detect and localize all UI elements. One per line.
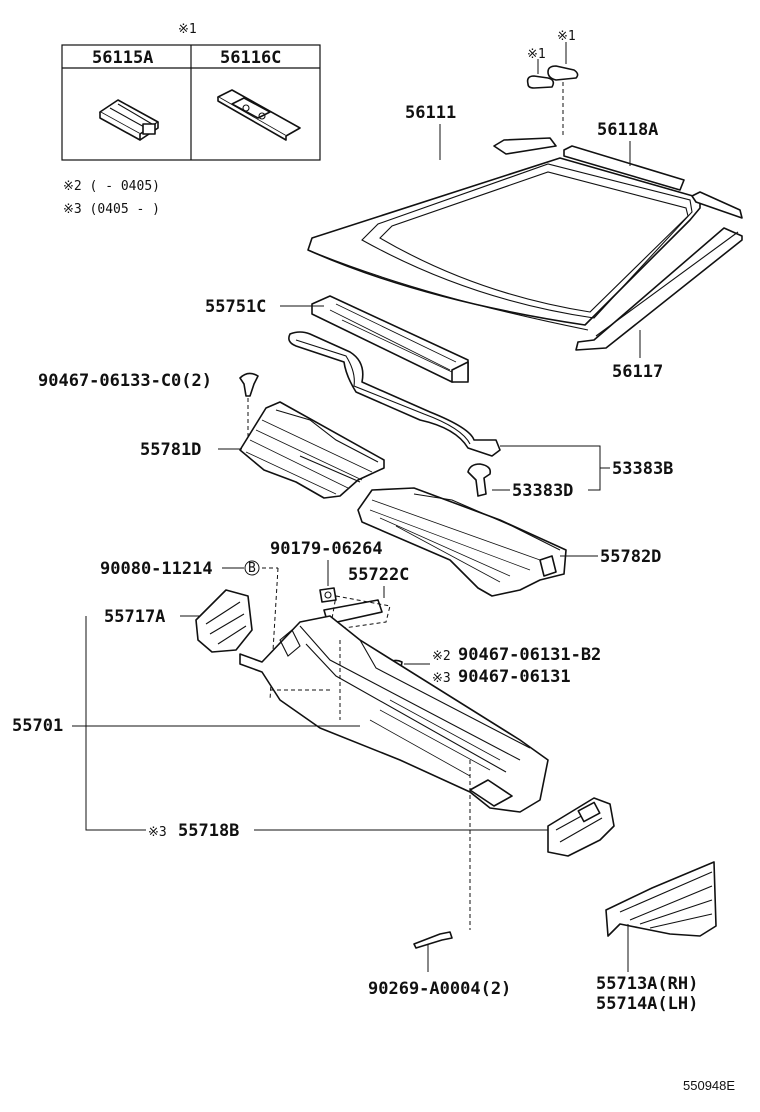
windshield-56111 [307, 157, 743, 351]
label-90269: 90269-A0004(2) [368, 979, 511, 999]
cowl-panel-55701 [239, 615, 549, 813]
cowl-louver-55781d [239, 401, 385, 499]
label-90467-06131: 90467-06131 [458, 667, 571, 687]
inset-table: ※1 56115A 56116C [61, 22, 321, 161]
label-56111: 56111 [405, 103, 456, 123]
label-55751c: 55751C [205, 297, 266, 317]
small-clips-drawing [526, 42, 579, 138]
label-53383d: 53383D [512, 481, 573, 501]
nut-90179 [319, 587, 337, 603]
label-56118a: 56118A [597, 120, 658, 140]
label-55782d: 55782D [600, 547, 661, 567]
inset-header-56115a: 56115A [92, 48, 153, 68]
label-55781d: 55781D [140, 440, 201, 460]
fastener-90467-06133 [239, 372, 259, 440]
label-55713a: 55713A(RH) [596, 974, 698, 994]
weatherstrip-53383b [288, 331, 501, 457]
label-90467-06133: 90467-06133-C0(2) [38, 371, 212, 391]
inset-header-56116c: 56116C [220, 48, 281, 68]
side-panel-55713a [605, 861, 717, 937]
label-53383b: 53383B [612, 459, 673, 479]
label-55701: 55701 [12, 716, 63, 736]
inset-mark: ※1 [178, 22, 197, 37]
label-55722c: 55722C [348, 565, 409, 585]
clip-53383d [467, 463, 492, 497]
label-90080: 90080-11214 [100, 559, 213, 579]
label-90179: 90179-06264 [270, 539, 383, 559]
moulding-56118a [493, 137, 743, 219]
bracket-55718b [547, 797, 615, 857]
mark-55718b: ※3 [148, 825, 167, 840]
label-56117: 56117 [612, 362, 663, 382]
note-3: ※3 (0405 - ) [63, 202, 160, 217]
label-55714a: 55714A(LH) [596, 994, 698, 1014]
label-55718b: 55718B [178, 821, 239, 841]
seal-55751c [311, 295, 469, 383]
label-90467-06131-b2: 90467-06131-B2 [458, 645, 601, 665]
label-55717a: 55717A [104, 607, 165, 627]
clip-56115a-drawing [99, 99, 159, 141]
mark-90467: ※3 [432, 671, 451, 686]
cowl-louver-55782d [357, 487, 567, 597]
clip-56116c-drawing [217, 89, 301, 141]
clip-mark-left: ※1 [527, 47, 546, 62]
note-2: ※2 ( - 0405) [63, 179, 160, 194]
rivet-90269 [413, 931, 453, 972]
marker-b-letter: B [248, 561, 256, 576]
diagram-code: 550948E [683, 1078, 735, 1093]
clip-mark-right: ※1 [557, 29, 576, 44]
bracket-55717a [195, 589, 253, 653]
marker-b: B [244, 560, 260, 576]
mark-90467-b2: ※2 [432, 649, 451, 664]
